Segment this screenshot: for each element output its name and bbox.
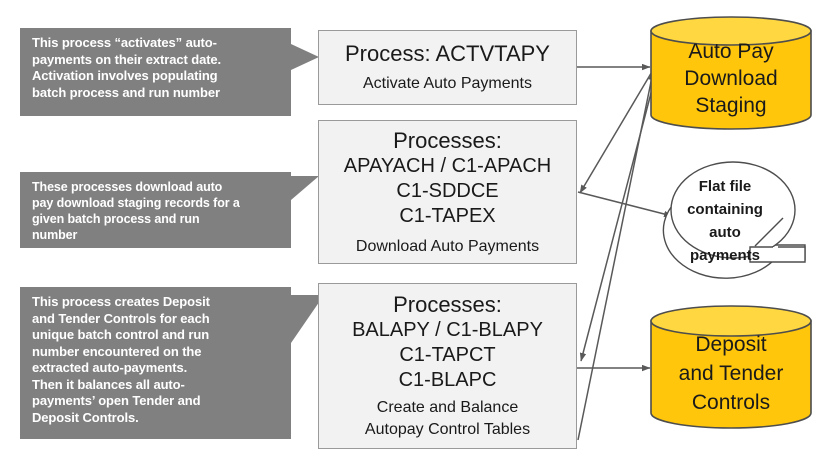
connector-balance-to-staging — [577, 71, 655, 441]
flat-file-line-3: auto — [709, 224, 741, 241]
note-balance-line-4: number encountered on the — [32, 343, 202, 359]
note-balance-line-3: unique batch control and run — [32, 327, 210, 342]
process-activate[interactable]: Process: ACTVTAPY Activate Auto Payments — [318, 30, 577, 105]
note-activate-line-4: batch process and run number — [32, 84, 220, 100]
process-activate-title: Process: ACTVTAPY — [345, 41, 550, 66]
note-balance-line-8: Deposit Controls. — [32, 409, 139, 425]
process-download[interactable]: Processes: APAYACH / C1-APACH C1-SDDCE C… — [318, 120, 577, 264]
note-activate: This process “activates” auto- payments … — [20, 28, 291, 116]
db-staging-line-1: Auto Pay — [688, 40, 774, 63]
database-cylinder-icon — [650, 16, 812, 130]
db-deposit-line-2: and Tender — [678, 362, 784, 385]
connector-staging-to-download — [579, 69, 654, 194]
process-balance-subtitle-2: Autopay Control Tables — [364, 421, 531, 438]
note-download-line-2: pay download staging records for a — [32, 196, 240, 210]
note-download-tail — [291, 176, 319, 200]
process-download-name-3: C1-TAPEX — [399, 204, 496, 227]
flat-file-line-2: containing — [687, 201, 763, 218]
note-balance-line-1: This process creates Deposit — [32, 294, 210, 309]
note-balance-line-7: payments’ open Tender and — [32, 393, 201, 408]
note-activate-line-1: This process “activates” auto- — [32, 35, 217, 50]
db-deposit-line-1: Deposit — [695, 333, 767, 356]
process-balance-title: Processes: — [393, 292, 502, 317]
process-balance-name-3: C1-BLAPC — [398, 369, 497, 391]
db-staging-line-3: Staging — [695, 94, 767, 117]
process-download-name-1: APAYACH / C1-APACH — [343, 154, 552, 177]
note-activate-tail — [291, 44, 319, 70]
flat-file[interactable]: Flat file containing auto payments — [655, 155, 835, 280]
note-activate-line-3: Activation involves populating — [32, 68, 218, 83]
flat-file-line-1: Flat file — [698, 178, 752, 195]
note-download: These processes download auto pay downlo… — [20, 172, 291, 248]
note-balance-line-2: and Tender Controls for each — [32, 310, 210, 326]
database-cylinder-icon — [650, 305, 812, 429]
note-balance-line-6: Then it balances all auto- — [32, 376, 185, 392]
note-download-line-1: These processes download auto — [32, 180, 223, 194]
process-activate-subtitle: Activate Auto Payments — [363, 75, 532, 92]
process-balance-subtitle-1: Create and Balance — [376, 399, 519, 416]
process-balance-name-1: BALAPY / C1-BLAPY — [352, 319, 543, 341]
flat-file-line-4: payments — [689, 247, 761, 264]
note-balance: This process creates Deposit and Tender … — [20, 287, 291, 439]
process-balance-name-2: C1-TAPCT — [399, 344, 496, 366]
connector-staging-to-balance — [579, 73, 657, 362]
process-balance[interactable]: Processes: BALAPY / C1-BLAPY C1-TAPCT C1… — [318, 283, 577, 449]
process-download-title: Processes: — [393, 127, 502, 153]
db-auto-pay-download-staging[interactable]: Auto Pay Download Staging — [650, 16, 812, 130]
note-activate-line-2: payments on their extract date. — [32, 51, 222, 67]
db-deposit-line-3: Controls — [691, 391, 771, 414]
note-download-line-4: number — [32, 228, 78, 242]
db-deposit-and-tender-controls[interactable]: Deposit and Tender Controls — [650, 305, 812, 430]
db-staging-line-2: Download — [684, 67, 778, 90]
note-download-line-3: given batch process and run — [32, 212, 200, 226]
flat-file-icon — [662, 161, 806, 279]
process-download-subtitle: Download Auto Payments — [355, 237, 540, 255]
note-balance-line-5: extracted auto-payments. — [32, 360, 188, 375]
process-download-name-2: C1-SDDCE — [396, 179, 499, 202]
